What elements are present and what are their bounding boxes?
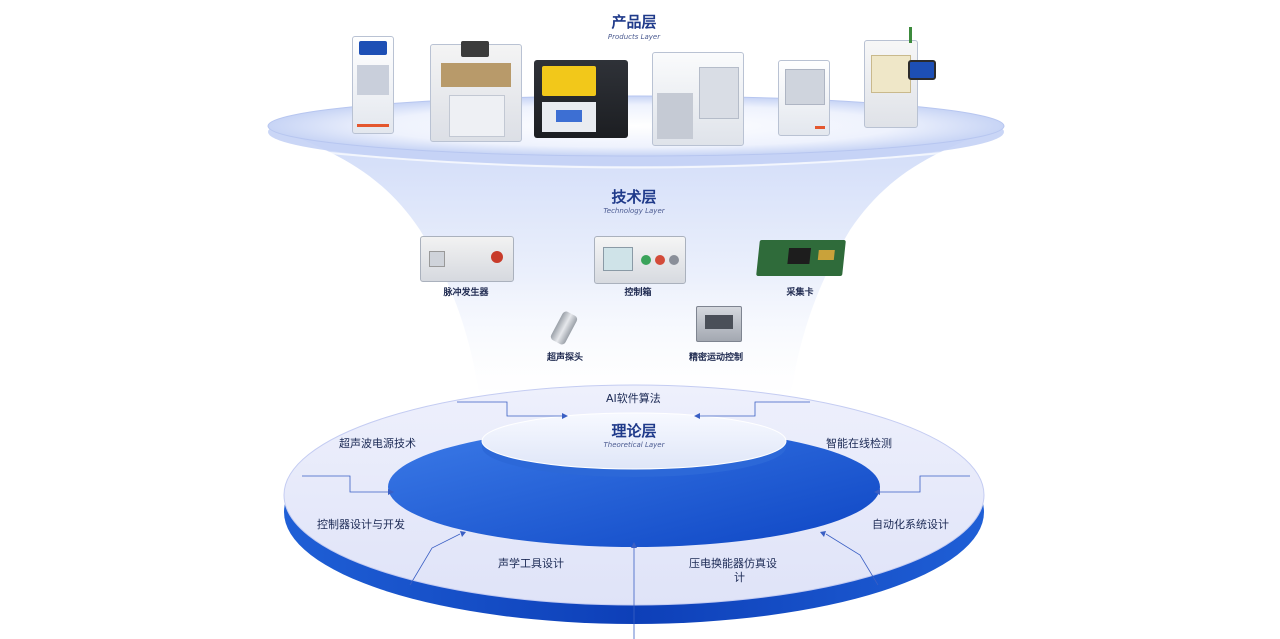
caption-motion-control: 精密运动控制 — [688, 353, 743, 363]
technology-layer-title: 技术层 — [611, 188, 657, 206]
caption-acquisition-card: 采集卡 — [786, 288, 814, 298]
theory-platform — [481, 412, 787, 470]
machine-2 — [430, 41, 522, 142]
machine-6-monitor — [908, 60, 936, 80]
acquisition-card-device — [756, 240, 846, 276]
control-box-device — [594, 236, 686, 284]
machine-4 — [652, 52, 744, 146]
machine-6 — [864, 27, 918, 128]
ring-label-ai-algorithm: AI软件算法 — [606, 392, 661, 405]
caption-ultrasonic-probe: 超声探头 — [546, 353, 583, 363]
ring-label-automation-design: 自动化系统设计 — [872, 518, 949, 531]
caption-pulse-generator: 脉冲发生器 — [443, 288, 489, 298]
theory-layer-title: 理论层 — [611, 422, 657, 440]
machine-1 — [352, 36, 394, 134]
ring-label-controller-design: 控制器设计与开发 — [317, 518, 405, 531]
ring-label-acoustic-tool: 声学工具设计 — [498, 557, 564, 570]
machine-3 — [534, 60, 628, 138]
pulse-generator-device — [420, 236, 514, 282]
ring-label-piezo-simulation: 压电换能器仿真设 — [689, 557, 777, 570]
product-layer-title: 产品层 — [611, 13, 657, 31]
technology-layer-subtitle: Technology Layer — [603, 207, 665, 215]
machine-5 — [778, 60, 830, 136]
ring-label-online-inspection: 智能在线检测 — [826, 437, 892, 450]
ring-label-piezo-simulation-cont: 计 — [734, 571, 745, 584]
ring-label-ultrasonic-power: 超声波电源技术 — [339, 437, 416, 450]
theory-layer-subtitle: Theoretical Layer — [603, 441, 665, 449]
product-layer-subtitle: Products Layer — [607, 33, 661, 41]
motion-control-device — [696, 306, 742, 342]
caption-control-box: 控制箱 — [624, 288, 652, 298]
